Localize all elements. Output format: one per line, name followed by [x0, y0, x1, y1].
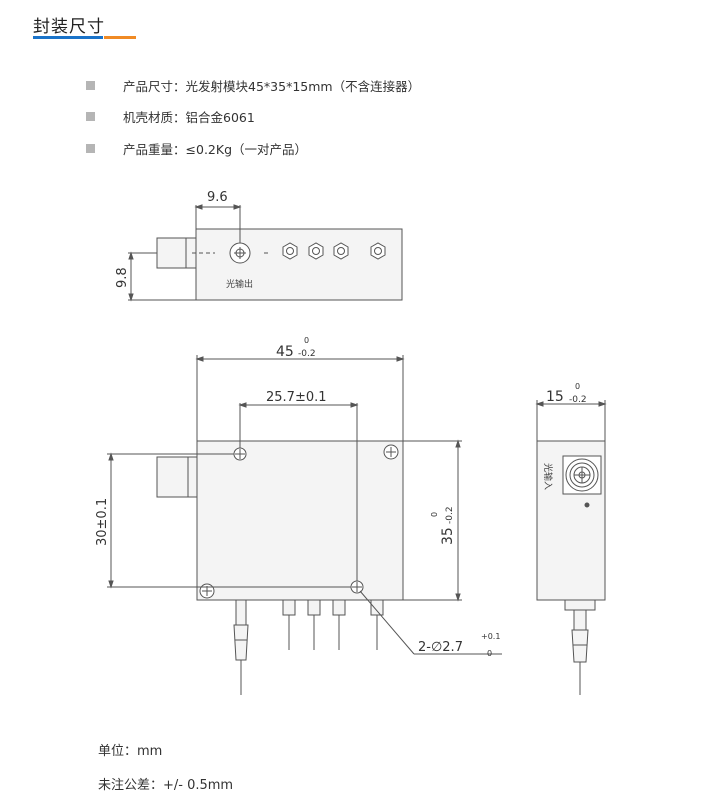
screw-icon: [383, 444, 399, 460]
title-underline-orange: [104, 36, 136, 39]
pin-hex-icon: [308, 242, 324, 260]
dim-front-width: 45: [276, 344, 294, 360]
dim-top-width: 9.6: [207, 190, 228, 205]
spec-value: 铝合金6061: [185, 110, 255, 125]
front-view-body: [196, 440, 404, 601]
mounting-hole-icon: [233, 447, 247, 461]
title-underline-blue: [33, 36, 103, 39]
spec-item-material: 机壳材质： 铝合金6061: [86, 107, 255, 126]
spec-value: ≤0.2Kg（一对产品）: [185, 142, 308, 157]
dim-side-width: 15: [546, 389, 564, 405]
top-view: 9.6 9.8 光输出: [115, 190, 403, 302]
screw-icon: [199, 583, 215, 599]
dim-hole-height: 30±0.1: [95, 498, 110, 546]
square-bullet-icon: [86, 144, 95, 153]
top-view-body: [195, 228, 403, 301]
top-view-connector: [156, 237, 197, 269]
hole-note: 2-∅2.7: [418, 640, 463, 655]
unit-note: 单位：mm: [98, 744, 163, 759]
dim-front-height: 35: [440, 527, 456, 545]
spec-label: 产品尺寸：: [123, 79, 186, 94]
spec-item-size: 产品尺寸： 光发射模块45*35*15mm（不含连接器）: [86, 76, 420, 95]
front-view: 45 0 -0.2 25.7±0.1 35 0 -0.2 30±0.1 2-∅2…: [95, 336, 502, 695]
spec-value: 光发射模块45*35*15mm（不含连接器）: [185, 79, 421, 94]
square-bullet-icon: [86, 112, 95, 121]
tolerance-note: 未注公差：+/- 0.5mm: [98, 778, 234, 793]
dim-front-height-tol-lower: -0.2: [445, 506, 455, 524]
hole-tol-upper: +0.1: [481, 632, 500, 641]
spec-label: 产品重量：: [123, 142, 186, 157]
pin-hex-icon: [370, 242, 386, 260]
hole-tol-lower: 0: [487, 649, 492, 658]
dim-front-height-tol-upper: 0: [430, 512, 439, 517]
spec-label: 机壳材质：: [123, 110, 186, 125]
port-label-output: 光输出: [226, 278, 253, 290]
square-bullet-icon: [86, 81, 95, 90]
side-view: 光输入 15 0 -0.2: [535, 382, 607, 695]
dim-side-width-tol-upper: 0: [575, 382, 580, 391]
fiber-receptacle-icon: [562, 455, 602, 495]
mounting-hole-icon: [350, 580, 364, 594]
section-title: 封装尺寸: [33, 17, 105, 37]
spec-item-weight: 产品重量： ≤0.2Kg（一对产品）: [86, 139, 307, 158]
pin-hex-icon: [282, 242, 298, 260]
dim-hole-spacing: 25.7±0.1: [266, 390, 327, 405]
dim-front-width-tol-upper: 0: [304, 336, 309, 345]
dim-side-width-tol-lower: -0.2: [569, 395, 587, 405]
side-input-label: 光输入: [542, 463, 554, 490]
pin-hex-icon: [333, 242, 349, 260]
dim-top-height: 9.8: [115, 267, 130, 288]
front-view-connector: [156, 456, 198, 498]
dim-front-width-tol-lower: -0.2: [298, 349, 316, 359]
